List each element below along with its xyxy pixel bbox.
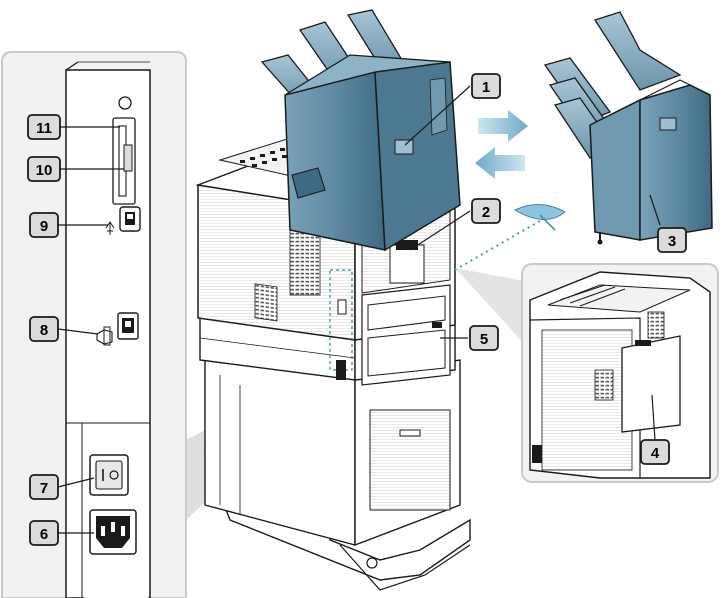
callout-4: 4 [640, 439, 670, 465]
callout-8: 8 [29, 316, 59, 342]
callout-2: 2 [471, 198, 501, 224]
callout-10: 10 [27, 156, 61, 182]
callout-9: 9 [29, 212, 59, 238]
side-panel-zoom [455, 263, 719, 483]
rear-panel-zoom [1, 51, 187, 598]
callout-1-label: 1 [482, 79, 490, 96]
callout-11: 11 [27, 114, 61, 140]
finisher-attached [260, 9, 461, 252]
attach-detach-arrows [475, 110, 528, 179]
callout-5: 5 [469, 325, 499, 351]
callout-9-label: 9 [40, 218, 48, 235]
power-socket-icon [89, 509, 137, 555]
callout-2-label: 2 [482, 204, 490, 221]
callout-3: 3 [657, 227, 687, 253]
callout-11-label: 11 [36, 120, 52, 137]
callout-6-label: 6 [40, 526, 48, 543]
power-switch-icon [89, 454, 129, 496]
callout-5-label: 5 [480, 331, 488, 348]
callout-4-label: 4 [651, 445, 660, 462]
view-eye-icon [454, 204, 566, 271]
callout-3-label: 3 [668, 233, 676, 250]
usb-icon [105, 206, 141, 235]
callout-7-label: 7 [40, 480, 48, 497]
leader-lines [404, 85, 661, 441]
callout-8-label: 8 [40, 322, 48, 339]
callout-1: 1 [471, 73, 501, 99]
callout-7: 7 [29, 474, 59, 500]
network-icon [96, 312, 139, 346]
callout-10-label: 10 [36, 162, 53, 179]
callout-6: 6 [29, 520, 59, 546]
printer-main [195, 9, 471, 591]
finisher-standalone [543, 11, 713, 245]
